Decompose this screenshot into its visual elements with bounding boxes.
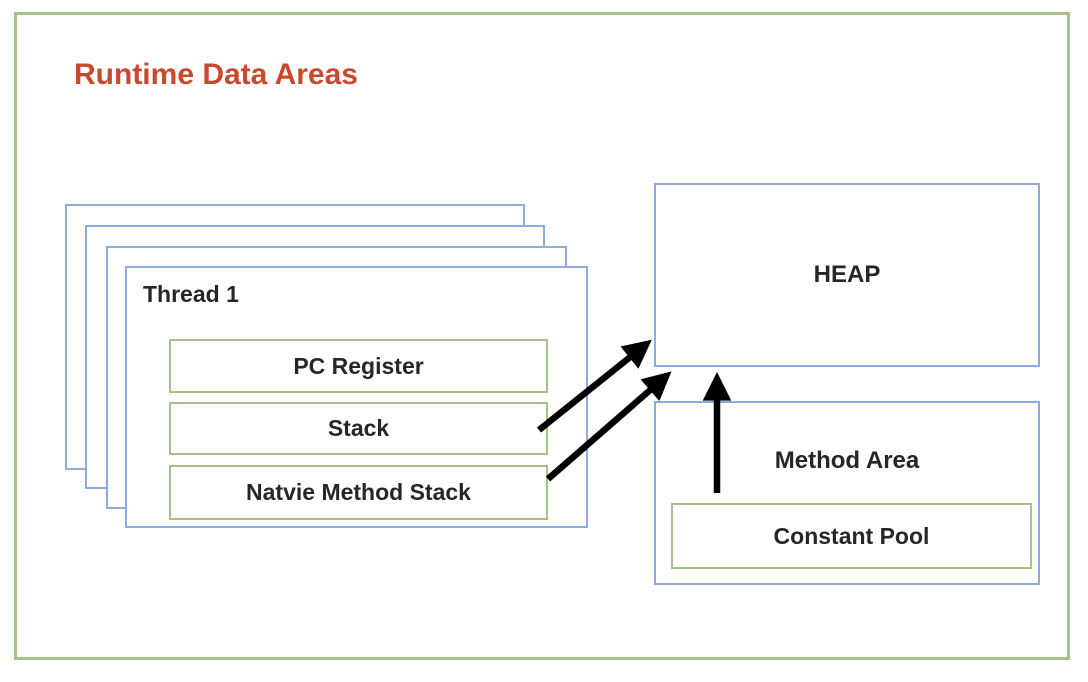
thread-1-box: Thread 1 PC Register Stack Natvie Method… bbox=[125, 266, 588, 528]
pc-register-box: PC Register bbox=[169, 339, 548, 393]
method-area-box: Method Area Constant Pool bbox=[654, 401, 1040, 585]
stack-box: Stack bbox=[169, 402, 548, 455]
constant-pool-label: Constant Pool bbox=[773, 522, 930, 549]
native-method-stack-box: Natvie Method Stack bbox=[169, 465, 548, 520]
diagram-title: Runtime Data Areas bbox=[74, 58, 358, 91]
native-method-stack-label: Natvie Method Stack bbox=[246, 479, 471, 505]
heap-label: HEAP bbox=[813, 261, 881, 288]
pc-register-label: PC Register bbox=[293, 352, 424, 379]
heap-box: HEAP bbox=[654, 183, 1040, 367]
constant-pool-box: Constant Pool bbox=[671, 503, 1032, 569]
thread-1-label: Thread 1 bbox=[143, 281, 239, 307]
method-area-label: Method Area bbox=[774, 447, 920, 474]
stack-label: Stack bbox=[327, 415, 390, 441]
